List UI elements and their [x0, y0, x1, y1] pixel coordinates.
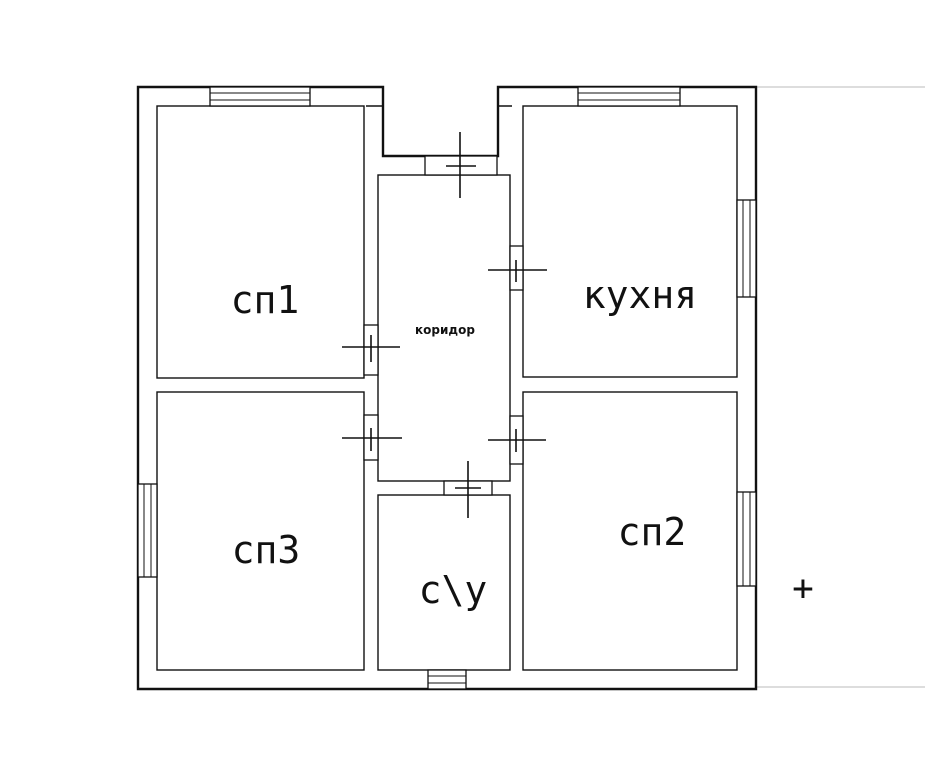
room-outline-bedroom1: [156, 105, 365, 379]
window-left-bedroom3: [137, 483, 158, 578]
room-label-bedroom1: сп1: [231, 278, 300, 322]
door-bedroom2: [488, 415, 546, 465]
plus-marker: +: [792, 568, 814, 609]
room-label-bedroom3: сп3: [232, 528, 301, 572]
window-right-bedroom2: [736, 491, 757, 587]
room-label-bathroom: с\у: [419, 568, 488, 612]
window-bottom-bathroom: [427, 669, 467, 690]
window-top-right: [577, 86, 681, 107]
room-label-bedroom2: сп2: [618, 510, 687, 554]
room-label-kitchen: кухня: [583, 273, 697, 317]
door-bedroom1: [342, 324, 400, 376]
door-entrance: [424, 132, 498, 198]
room-label-corridor: коридор: [415, 323, 475, 337]
room-outline-kitchen: [522, 105, 738, 378]
door-kitchen: [488, 245, 547, 291]
entrance-niche: [366, 105, 512, 156]
window-top-left: [209, 86, 311, 107]
door-bedroom3: [342, 414, 402, 461]
window-right-kitchen: [736, 199, 757, 298]
door-bathroom: [443, 461, 493, 518]
